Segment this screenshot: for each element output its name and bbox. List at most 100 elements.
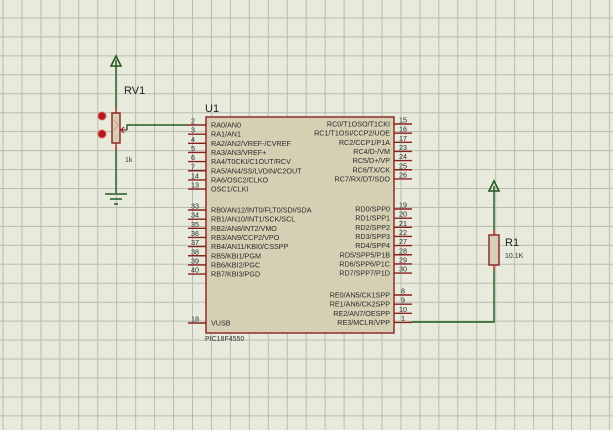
pin-label: RD7/SPP7/P1D [339,269,390,278]
pin-number: 3 [191,126,195,135]
pin-number: 19 [399,201,407,210]
pin-number: 27 [399,237,407,246]
pin-40[interactable]: 40 RB7/KBI3/PGD [188,266,260,279]
pin-label: RC4/D-/VM [353,147,390,156]
pin-label: RE2/AN7/OESPP [333,309,390,318]
pin-4[interactable]: 4 RA2/AN2/VREF-/CVREF [188,135,291,148]
potentiometer-rv1[interactable]: RV1 1k [97,85,145,164]
pin-label: RA4/T0CKI/C1OUT/RCV [211,157,291,166]
pin-number: 4 [191,135,195,144]
right-pins: 15RC0/T1OSO/T1CKI16RC1/T1OSI/CCP2/UOE17R… [314,116,412,327]
pin-number: 13 [191,181,199,190]
wire-r1-mclr[interactable] [412,267,495,323]
pin-label: RC2/CCP1/P1A [339,138,390,147]
pin-number: 36 [191,229,199,238]
pin-number: 21 [399,219,407,228]
pin-label: RB7/KBI3/PGD [211,270,260,279]
pin-number: 1 [401,314,405,323]
rv1-ref-label: RV1 [124,85,145,97]
pot-increase-button[interactable] [97,111,107,121]
pin-label: RB4/AN11/KBI0/CSSPP [211,242,289,251]
pin-label: RD5/SPP5/P1B [340,250,391,259]
ground-icon[interactable] [105,193,127,205]
pin-label: RE1/AN6/CK2SPP [330,300,391,309]
pin-number: 20 [399,210,407,219]
pin-number: 26 [399,170,407,179]
pin-label: OSC1/CLKI [211,185,249,194]
pot-decrease-button[interactable] [97,129,107,139]
pin-number: 9 [401,296,405,305]
pin-label: RE0/AN5/CK1SPP [330,291,391,300]
rv1-value-label: 1k [125,157,133,164]
resistor-r1[interactable]: R1 10.1K [488,230,524,270]
pin-number: 40 [191,266,199,275]
pin-number: 5 [191,144,195,153]
pin-label: RB2/AN8/INT2/VMO [211,224,277,233]
pin-9[interactable]: 9 RE1/AN6/CK2SPP [330,296,412,309]
wires [115,60,495,323]
pin-label: RC5/D+/VP [353,156,391,165]
wire-rv1-wiper-ra0[interactable] [126,124,188,130]
pin-13[interactable]: 13 OSC1/CLKI [188,181,249,194]
pin-number: 2 [191,117,195,126]
pin-10[interactable]: 10 RE2/AN7/OESPP [333,305,412,318]
pin-21[interactable]: 21 RD2/SPP2 [355,219,412,232]
pin-2[interactable]: 2 RA0/AN0 [188,117,241,130]
u1-part-label: PIC18F4550 [205,336,244,343]
pin-39[interactable]: 39 RB6/KBI2/PGC [188,256,260,269]
pin-label: RA0/AN0 [211,121,241,130]
pin-22[interactable]: 22 RD3/SPP3 [355,228,412,241]
pin-20[interactable]: 20 RD1/SPP1 [355,210,412,223]
pin-number: 18 [191,315,199,324]
power-terminal-icon[interactable] [487,179,501,192]
pin-23[interactable]: 23 RC4/D-/VM [353,143,412,156]
pin-label: RD2/SPP2 [355,223,390,232]
pin-label: RB6/KBI2/PGC [211,260,260,269]
pin-label: RD3/SPP3 [355,232,390,241]
chip-body[interactable] [205,116,395,334]
pin-label: RA2/AN2/VREF-/CVREF [211,139,291,148]
pin-label: RD6/SPP6/P1C [339,259,390,268]
pin-label: RA6/OSC2/CLKO [211,175,269,184]
power-terminal-icon[interactable] [109,54,123,67]
pin-label: RD1/SPP1 [355,214,390,223]
pin-number: 10 [399,305,407,314]
pin-label: RD0/SPP0 [355,205,390,214]
pin-number: 34 [191,211,199,220]
pin-number: 39 [191,256,199,265]
pin-number: 38 [191,247,199,256]
pin-19[interactable]: 19 RD0/SPP0 [355,201,412,214]
pin-7[interactable]: 7 RA5/AN4/SS/LVDIN/C2OUT [188,162,302,175]
pin-number: 15 [399,116,407,125]
pin-number: 22 [399,228,407,237]
pin-number: 7 [191,162,195,171]
pin-label: RA5/AN4/SS/LVDIN/C2OUT [211,166,302,175]
pin-label: RC1/T1OSI/CCP2/UOE [314,129,390,138]
pin-number: 23 [399,143,407,152]
